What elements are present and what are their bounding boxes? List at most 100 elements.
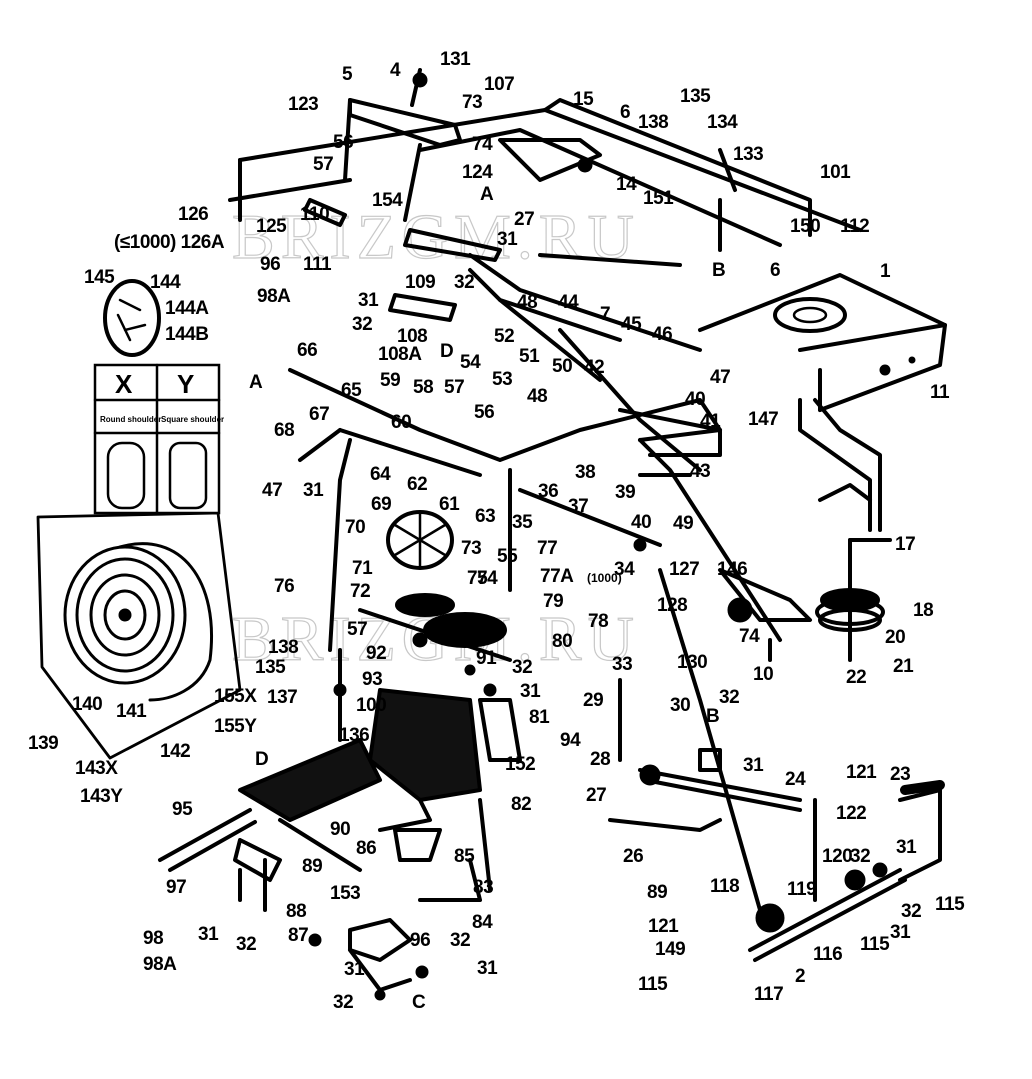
callout-label-136: 136: [339, 725, 369, 746]
callout-label-40: 40: [631, 512, 651, 533]
callout-label-126: 126: [178, 204, 208, 225]
callout-label-111: 111: [303, 254, 332, 275]
callout-label-150: 150: [790, 216, 820, 237]
callout-label-74: 74: [477, 568, 498, 589]
callout-label-57: 57: [444, 377, 464, 398]
callout-label-32: 32: [850, 846, 870, 867]
callout-label-31: 31: [520, 681, 541, 702]
callout-label-31: 31: [344, 959, 365, 980]
callout-label-127: 127: [669, 559, 699, 580]
callout-label-146: 146: [717, 559, 747, 580]
callout-label-54: 54: [460, 352, 481, 373]
callout-label-149: 149: [655, 939, 685, 960]
callout-label-117: 117: [754, 984, 783, 1005]
callout-label-98: 98: [143, 928, 163, 949]
callout-label-6: 6: [770, 260, 780, 281]
callout-label-151: 151: [643, 188, 674, 209]
callout-label-118: 118: [710, 876, 739, 897]
callout-label-48: 48: [517, 292, 537, 313]
callout-label-84: 84: [472, 912, 493, 933]
callout-label-31: 31: [358, 290, 379, 311]
callout-label-63: 63: [475, 506, 495, 527]
callout-label-142: 142: [160, 741, 190, 762]
callout-label-62: 62: [407, 474, 427, 495]
callout-label-144a: 144A: [165, 298, 209, 319]
callout-label-82: 82: [511, 794, 531, 815]
callout-label-100: 100: [356, 695, 386, 716]
callout-label-73: 73: [461, 538, 481, 559]
callout-label-39: 39: [615, 482, 635, 503]
gear-part: [103, 279, 161, 357]
callout-label-90: 90: [330, 819, 350, 840]
callout-label-66: 66: [297, 340, 317, 361]
callout-label-120: 120: [822, 846, 852, 867]
callout-label-59: 59: [380, 370, 400, 391]
callout-label-36: 36: [538, 481, 558, 502]
callout-label-44: 44: [558, 292, 579, 313]
callout-label-14: 14: [616, 174, 637, 195]
callout-label-45: 45: [621, 314, 642, 335]
callout-label-116: 116: [813, 944, 842, 965]
callout-label-78: 78: [588, 611, 608, 632]
callout-label-58: 58: [413, 377, 433, 398]
callout-label-a: A: [480, 184, 494, 205]
callout-label-55: 55: [497, 546, 518, 567]
callout-label-72: 72: [350, 581, 370, 602]
callout-label-96: 96: [410, 930, 430, 951]
callout-label-47: 47: [262, 480, 282, 501]
callout-label-71: 71: [352, 558, 373, 579]
callout-label-6: 6: [620, 102, 630, 123]
callout-label-85: 85: [454, 846, 475, 867]
callout-label-138: 138: [638, 112, 668, 133]
callout-label-34: 34: [614, 559, 635, 580]
callout-label-97: 97: [166, 877, 186, 898]
callout-label-1: 1: [880, 261, 891, 282]
pedal-assembly: [608, 568, 945, 962]
callout-label-140: 140: [72, 694, 102, 715]
pulley-assembly: [718, 538, 892, 662]
callout-label-31: 31: [477, 958, 498, 979]
callout-label-32: 32: [719, 687, 739, 708]
callout-label-57: 57: [347, 619, 367, 640]
callout-label-154: 154: [372, 190, 403, 211]
callout-label-68: 68: [274, 420, 294, 441]
callout-label-32: 32: [512, 657, 532, 678]
callout-label-123: 123: [288, 94, 318, 115]
callout-label-144b: 144B: [165, 324, 208, 345]
callout-label-15: 15: [573, 89, 594, 110]
callout-label-37: 37: [568, 496, 588, 517]
callout-label-32: 32: [352, 314, 372, 335]
callout-label-101: 101: [820, 162, 851, 183]
callout-label-121: 121: [648, 916, 679, 937]
callout-label-69: 69: [371, 494, 391, 515]
callout-label-35: 35: [512, 512, 533, 533]
linkage-assembly: [288, 268, 882, 652]
callout-label-18: 18: [913, 600, 933, 621]
callout-label-122: 122: [836, 803, 866, 824]
legend-x-caption: Round shoulder: [100, 415, 161, 424]
callout-label-42: 42: [584, 357, 604, 378]
callout-label-147: 147: [748, 409, 778, 430]
callout-label-91: 91: [476, 648, 497, 669]
callout-label-32: 32: [333, 992, 353, 1013]
callout-label-89: 89: [302, 856, 322, 877]
callout-label-56: 56: [474, 402, 494, 423]
callout-label-143x: 143X: [75, 758, 118, 779]
callout-label-40: 40: [685, 389, 705, 410]
legend-y-caption: Square shoulder: [161, 415, 224, 424]
callout-label-135: 135: [680, 86, 711, 107]
legend-x-key: X: [115, 369, 133, 399]
callout-label-110: 110: [300, 204, 329, 225]
callout-label-92: 92: [366, 643, 386, 664]
legend-y-key: Y: [177, 369, 194, 399]
callout-label-33: 33: [612, 654, 632, 675]
callout-label-98a: 98A: [257, 286, 291, 307]
callout-label-115: 115: [935, 894, 965, 915]
callout-label-137: 137: [267, 687, 297, 708]
callout-label-74: 74: [472, 134, 493, 155]
callout-label-64: 64: [370, 464, 391, 485]
callout-label-93: 93: [362, 669, 382, 690]
callout-label-32: 32: [901, 901, 921, 922]
callout-label-17: 17: [895, 534, 915, 555]
